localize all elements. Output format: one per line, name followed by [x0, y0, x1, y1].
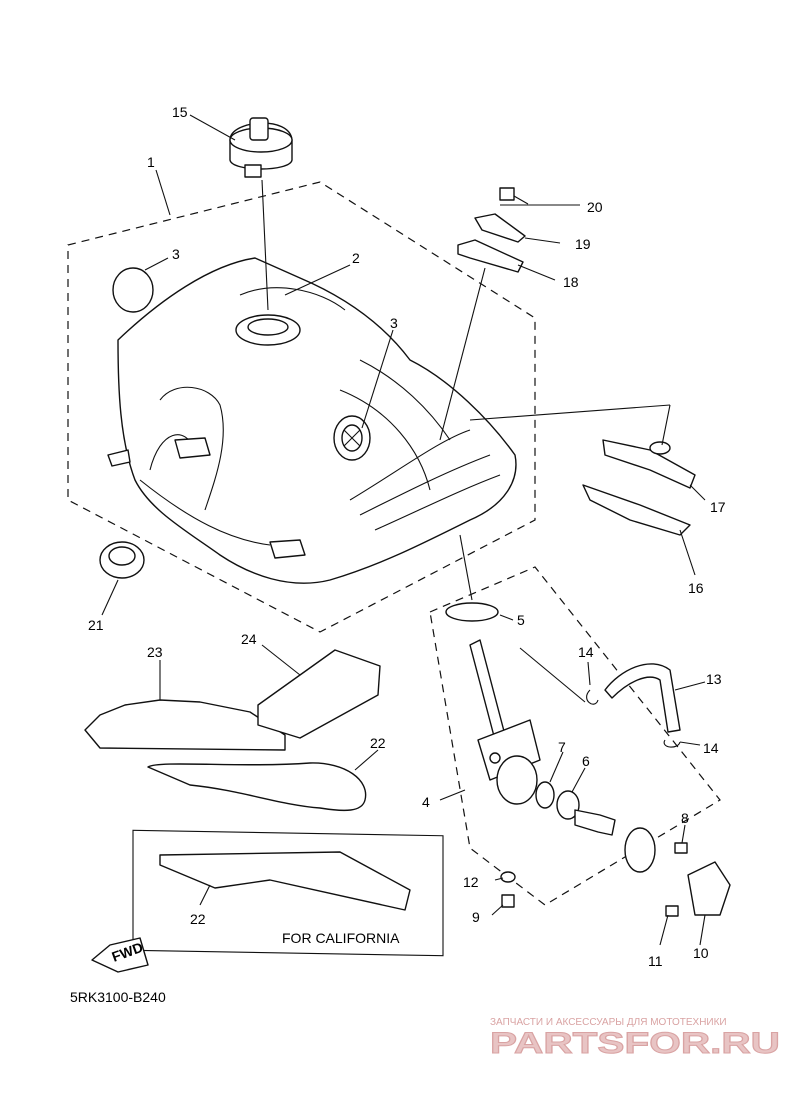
collar-19: [474, 213, 526, 243]
callout-14a: 14: [578, 644, 594, 660]
callout-13: 13: [706, 671, 722, 687]
callout-3a: 3: [172, 246, 180, 262]
pad-24: [257, 649, 381, 739]
callout-22a: 22: [370, 735, 386, 751]
washer-12: [500, 871, 516, 883]
callout-15: 15: [172, 104, 188, 120]
callout-21: 21: [88, 617, 104, 633]
tank-assembly-outline: [67, 181, 536, 633]
fuel-hose: [604, 663, 681, 733]
callout-3b: 3: [390, 315, 398, 331]
callout-19: 19: [575, 236, 591, 252]
callout-20: 20: [587, 199, 603, 215]
pad-23: [84, 699, 286, 751]
callout-14b: 14: [703, 740, 719, 756]
fuel-cock: [469, 639, 541, 805]
callout-16: 16: [688, 580, 704, 596]
fuel-cock-assembly-outline: [429, 566, 721, 906]
leader-lines: [101, 114, 706, 946]
callout-17: 17: [710, 499, 726, 515]
plate: [624, 827, 656, 873]
callout-23: 23: [147, 644, 163, 660]
damper-18: [457, 239, 524, 273]
callout-6: 6: [582, 753, 590, 769]
lever-10: [687, 861, 731, 916]
watermark-logo: PARTSFOR.RU: [490, 1027, 780, 1060]
gasket-5: [445, 602, 499, 622]
lever-shaft: [574, 809, 616, 836]
callout-5: 5: [517, 612, 525, 628]
callout-4: 4: [422, 794, 430, 810]
screw-11: [665, 905, 679, 917]
callout-8: 8: [681, 810, 689, 826]
callout-10: 10: [693, 945, 709, 961]
fwd-arrow: FWD: [91, 937, 149, 973]
o-ring-6: [556, 790, 580, 820]
callout-22b: 22: [190, 911, 206, 927]
bolt-20: [499, 187, 529, 205]
callout-11: 11: [648, 953, 663, 969]
clip-14b: [663, 739, 681, 748]
callout-9: 9: [472, 909, 480, 925]
bracket-17: [602, 439, 696, 489]
callout-7: 7: [558, 739, 566, 755]
fuel-cap: [229, 117, 293, 178]
fuel-tank: [107, 257, 517, 584]
filler-cap-ring: [99, 541, 145, 579]
decal-emblem: [112, 267, 154, 313]
tank-emblem: [333, 415, 371, 461]
callout-2: 2: [352, 250, 360, 266]
callout-18: 18: [563, 274, 579, 290]
watermark-tagline: ЗАПЧАСТИ И АКСЕССУАРЫ ДЛЯ МОТОТЕХНИКИ: [490, 1017, 727, 1028]
o-ring-7: [535, 781, 555, 809]
pad-22-california: [159, 851, 411, 911]
callout-1: 1: [147, 154, 155, 170]
clip-14a: [586, 689, 599, 705]
callout-12: 12: [463, 874, 479, 890]
screw-9: [501, 894, 515, 908]
screw-8: [674, 842, 688, 854]
california-box: [132, 829, 444, 957]
california-note: FOR CALIFORNIA: [282, 930, 400, 946]
pad-22: [147, 762, 367, 812]
diagram-code: 5RK3100-B240: [70, 989, 166, 1005]
bracket-16: [582, 484, 691, 536]
callout-24: 24: [241, 631, 257, 647]
